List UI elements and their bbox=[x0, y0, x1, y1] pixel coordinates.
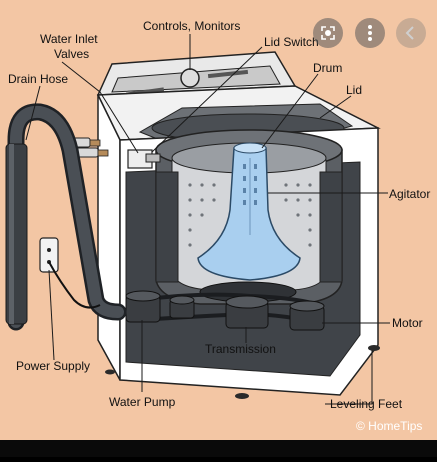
label-lid-switch: Lid Switch bbox=[264, 35, 319, 49]
agitator bbox=[197, 142, 301, 281]
leader-lines bbox=[25, 34, 390, 405]
lid-switch bbox=[127, 149, 161, 169]
label-controls: Controls, Monitors bbox=[143, 19, 240, 33]
label-motor: Motor bbox=[392, 316, 423, 330]
label-water-inlet-line2: Valves bbox=[54, 47, 89, 61]
more-vert-icon bbox=[368, 25, 372, 41]
drain-hose bbox=[5, 103, 127, 331]
label-lid: Lid bbox=[346, 83, 362, 97]
label-agitator: Agitator bbox=[389, 187, 430, 201]
label-drum: Drum bbox=[313, 61, 342, 75]
label-transmission: Transmission bbox=[205, 342, 276, 356]
label-power-supply: Power Supply bbox=[16, 359, 90, 373]
drive-assembly bbox=[125, 281, 325, 331]
control-knob bbox=[180, 68, 200, 88]
leveling-feet bbox=[105, 345, 380, 399]
previous-button[interactable] bbox=[396, 18, 426, 48]
chevron-left-icon bbox=[405, 26, 414, 40]
more-options-button[interactable] bbox=[355, 18, 385, 48]
credit-text: © HomeTips bbox=[356, 419, 422, 433]
label-drain-hose: Drain Hose bbox=[8, 72, 68, 86]
label-water-inlet-line1: Water Inlet bbox=[40, 32, 98, 46]
label-leveling-feet: Leveling Feet bbox=[330, 397, 403, 411]
label-water-pump: Water Pump bbox=[109, 395, 176, 409]
lens-button[interactable] bbox=[313, 18, 343, 48]
lens-icon bbox=[321, 26, 335, 40]
